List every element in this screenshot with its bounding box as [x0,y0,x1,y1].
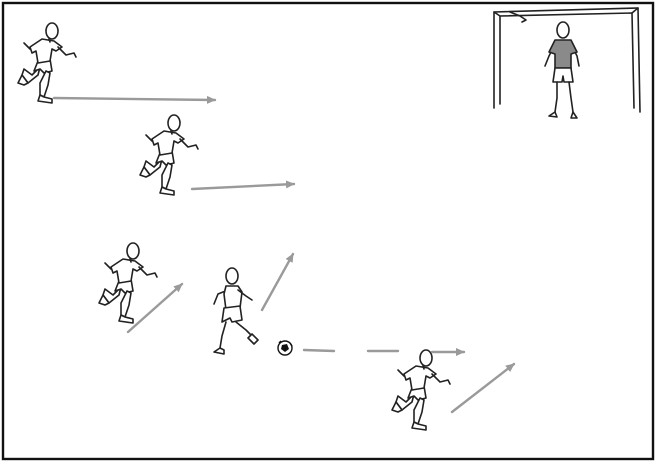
soccer-ball [278,341,292,355]
player-3 [99,243,157,323]
arrow-1 [54,98,215,100]
player-5 [392,350,450,430]
arrow-3 [128,284,182,332]
goalkeeper [545,22,579,118]
pass-dash-1 [304,350,334,351]
arrow-5 [452,364,514,412]
run-arrows [54,98,514,412]
player-2 [140,115,198,195]
arrow-4 [262,254,293,310]
player-1 [18,23,76,103]
arrow-2 [192,184,294,189]
player-kicker [214,268,258,354]
